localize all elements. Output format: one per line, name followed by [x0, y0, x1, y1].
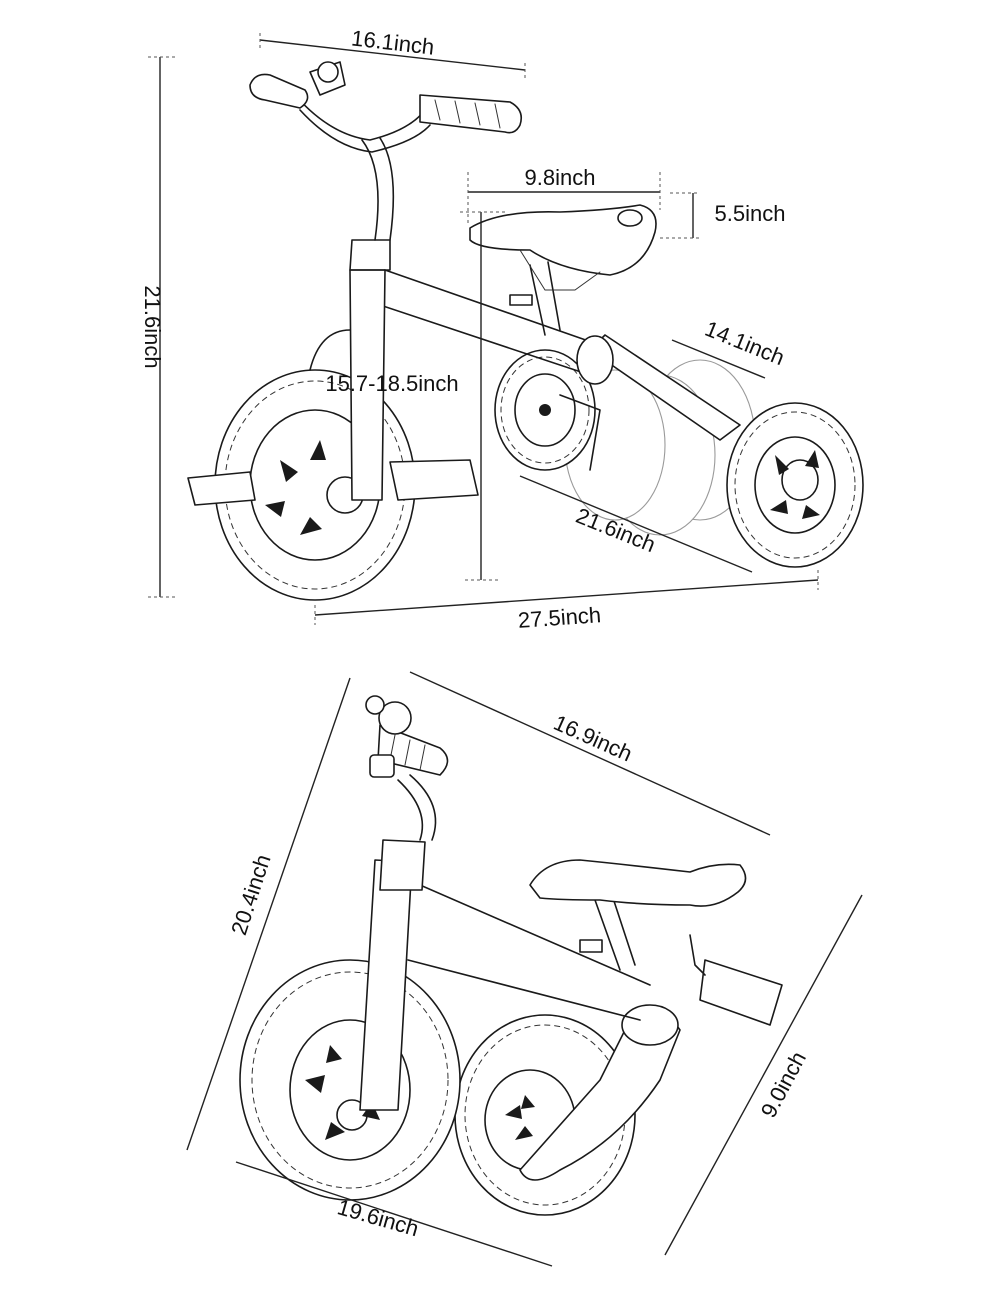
bell-icon — [309, 61, 346, 96]
folded-view-drawing — [239, 695, 783, 1216]
handlebar-width-label: 16.1inch — [350, 25, 435, 59]
folded-length-label: 16.9inch — [550, 710, 636, 767]
handlebar-grip-left — [249, 73, 309, 109]
rear-wheel-right — [726, 402, 864, 568]
folded-base-label: 19.6inch — [335, 1194, 422, 1241]
rear-wheel-left — [494, 349, 596, 471]
folded-height-label: 20.4inch — [226, 851, 275, 938]
side-view-drawing — [187, 61, 864, 601]
seat-offset-label: 5.5inch — [715, 201, 786, 226]
seat-height-range-label: 15.7-18.5inch — [325, 371, 458, 396]
total-height-label: 21.6inch — [140, 285, 165, 368]
seat-length-label: 9.8inch — [525, 165, 596, 190]
folded-handlebar — [369, 724, 449, 778]
overall-length-label: 27.5inch — [517, 602, 602, 633]
folded-depth-label: 9.0inch — [756, 1047, 811, 1121]
handlebar-grip-right — [419, 94, 523, 134]
folded-bell-icon — [365, 695, 412, 735]
folded-front-wheel — [239, 959, 461, 1201]
